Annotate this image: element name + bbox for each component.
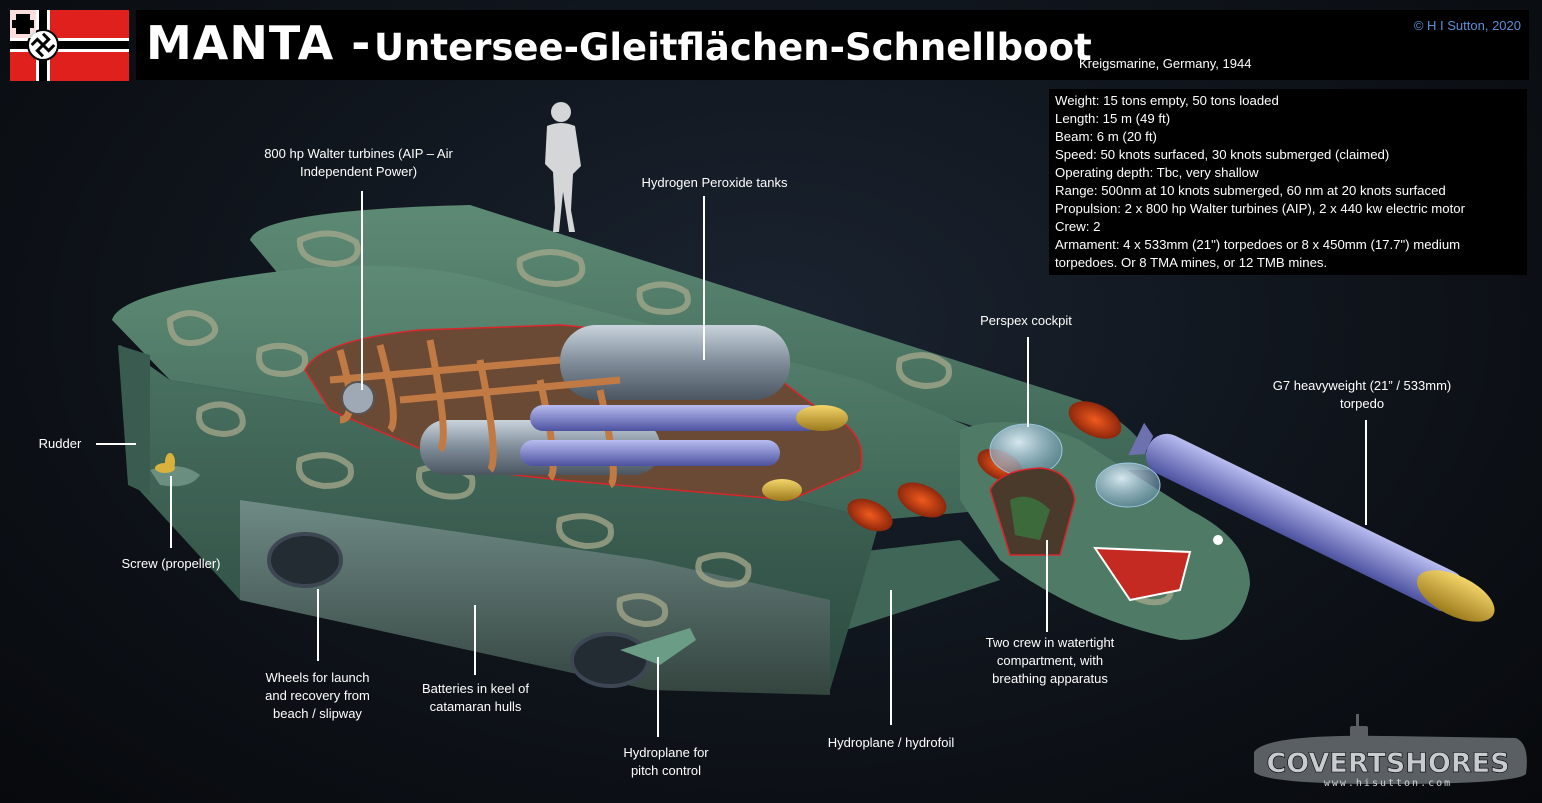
label-hydrofoil: Hydroplane / hydrofoil xyxy=(827,735,955,750)
logo-url: www.hisutton.com xyxy=(1324,778,1452,789)
spec-speed: Speed: 50 knots surfaced, 30 knots subme… xyxy=(1055,147,1390,162)
spec-range: Range: 500nm at 10 knots submerged, 60 n… xyxy=(1055,183,1446,198)
walter-turbine xyxy=(341,381,375,415)
title-meta: Kreigsmarine, Germany, 1944 xyxy=(1079,56,1252,71)
leader-hydrofoil xyxy=(890,590,892,725)
wheels xyxy=(267,532,650,688)
label-wheels: Wheels for launch and recovery from beac… xyxy=(265,670,370,721)
human-silhouette xyxy=(545,102,581,232)
spec-propulsion: Propulsion: 2 x 800 hp Walter turbines (… xyxy=(1055,201,1465,216)
leader-rudder xyxy=(96,443,136,445)
spec-armament: Armament: 4 x 533mm (21") torpedoes or 8… xyxy=(1055,237,1461,270)
label-cockpit: Perspex cockpit xyxy=(980,313,1072,328)
spec-length: Length: 15 m (49 ft) xyxy=(1055,111,1171,126)
hydroplane xyxy=(620,628,696,665)
title-main: MANTA - xyxy=(146,16,372,70)
leader-wheels xyxy=(317,589,319,661)
internal-torpedoes xyxy=(520,405,848,501)
title-sub: Untersee-Gleitflächen-Schnellboot xyxy=(374,26,1092,69)
label-crew: Two crew in watertight compartment, with… xyxy=(985,635,1115,686)
logo-text: COVERTSHORES xyxy=(1266,748,1509,779)
label-batteries: Batteries in keel of catamaran hulls xyxy=(422,681,529,714)
leader-batteries xyxy=(474,605,476,675)
label-turbines: 800 hp Walter turbines (AIP – Air Indepe… xyxy=(264,146,453,179)
specs-panel: Weight: 15 tons empty, 50 tons loaded Le… xyxy=(1049,89,1527,275)
leader-crew xyxy=(1046,540,1048,632)
leader-cockpit xyxy=(1027,337,1029,427)
leader-hydroplane-pitch xyxy=(657,657,659,737)
label-hydroplane-pitch: Hydroplane for pitch control xyxy=(623,745,709,778)
spec-weight: Weight: 15 tons empty, 50 tons loaded xyxy=(1055,93,1279,108)
g7-torpedo xyxy=(1128,422,1495,622)
screw xyxy=(155,453,175,473)
shark-mouth xyxy=(1093,546,1192,602)
covertshores-logo: COVERTSHORES www.hisutton.com xyxy=(1254,714,1527,789)
leader-hp-tanks xyxy=(703,196,705,360)
kriegsmarine-flag xyxy=(10,10,129,81)
title-bar: MANTA - Untersee-Gleitflächen-Schnellboo… xyxy=(136,10,1529,80)
leader-torpedo xyxy=(1365,420,1367,525)
label-torpedo: G7 heavyweight (21” / 533mm) torpedo xyxy=(1272,378,1452,411)
label-rudder: Rudder xyxy=(38,436,82,451)
spec-depth: Operating depth: Tbc, very shallow xyxy=(1055,165,1259,180)
copyright: © H I Sutton, 2020 xyxy=(1413,18,1521,33)
spec-beam: Beam: 6 m (20 ft) xyxy=(1055,129,1157,144)
label-screw: Screw (propeller) xyxy=(121,556,221,571)
leader-turbines xyxy=(361,191,363,390)
spec-crew: Crew: 2 xyxy=(1055,219,1101,234)
label-hp-tanks: Hydrogen Peroxide tanks xyxy=(641,175,788,190)
stern-face xyxy=(118,345,150,495)
leader-screw xyxy=(170,476,172,548)
